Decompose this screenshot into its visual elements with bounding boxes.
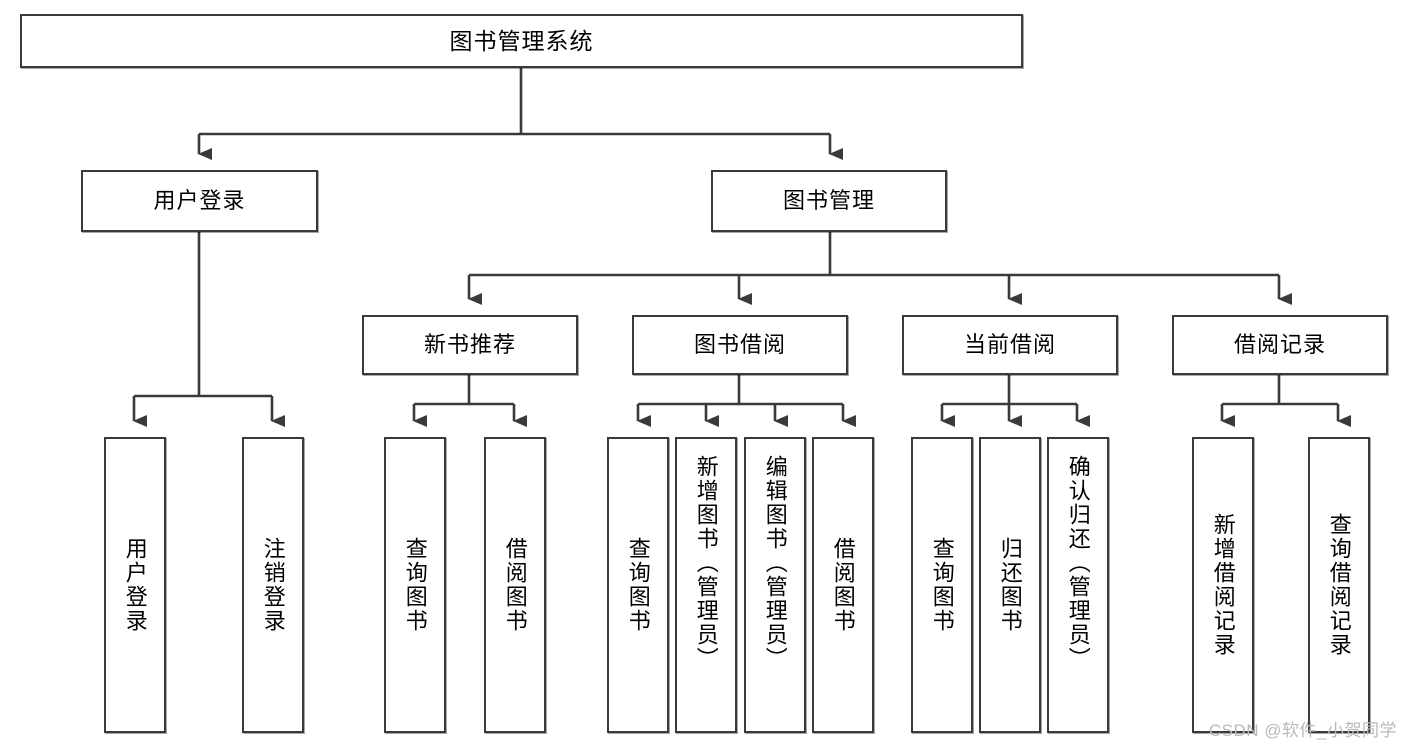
leaf-borrow-book-1-label: 借阅图书 — [502, 537, 528, 633]
node-book-manage[interactable]: 图书管理 — [711, 170, 947, 232]
leaf-add-book-label: 新增图书（管理员） — [693, 455, 719, 671]
node-current-borrow[interactable]: 当前借阅 — [902, 315, 1118, 375]
leaf-user-logout-label: 注销登录 — [260, 537, 286, 633]
leaf-add-record[interactable]: 新增借阅记录 — [1192, 437, 1254, 733]
node-current-borrow-label: 当前借阅 — [963, 332, 1056, 357]
leaf-return-book[interactable]: 归还图书 — [979, 437, 1041, 733]
node-book-borrow-label: 图书借阅 — [693, 332, 786, 357]
leaf-query-book-2[interactable]: 查询图书 — [607, 437, 669, 733]
leaf-user-login-label: 用户登录 — [122, 537, 148, 633]
node-new-book-recommend-label: 新书推荐 — [423, 332, 516, 357]
node-new-book-recommend[interactable]: 新书推荐 — [362, 315, 578, 375]
leaf-query-book-3[interactable]: 查询图书 — [911, 437, 973, 733]
node-user-login[interactable]: 用户登录 — [81, 170, 318, 232]
leaf-confirm-return-label: 确认归还（管理员） — [1065, 455, 1091, 671]
leaf-query-book-1[interactable]: 查询图书 — [384, 437, 446, 733]
leaf-return-book-label: 归还图书 — [997, 537, 1023, 633]
leaf-query-record-label: 查询借阅记录 — [1326, 513, 1352, 657]
leaf-confirm-return[interactable]: 确认归还（管理员） — [1047, 437, 1109, 733]
node-borrow-record-label: 借阅记录 — [1233, 332, 1326, 357]
node-borrow-record[interactable]: 借阅记录 — [1172, 315, 1388, 375]
node-root-label: 图书管理系统 — [449, 27, 594, 54]
leaf-user-login[interactable]: 用户登录 — [104, 437, 166, 733]
leaf-add-record-label: 新增借阅记录 — [1210, 513, 1236, 657]
leaf-edit-book[interactable]: 编辑图书（管理员） — [744, 437, 806, 733]
leaf-query-book-3-label: 查询图书 — [929, 537, 955, 633]
node-user-login-label: 用户登录 — [153, 188, 246, 213]
leaf-user-logout[interactable]: 注销登录 — [242, 437, 304, 733]
csdn-watermark: CSDN @软件_小贺同学 — [1208, 721, 1397, 740]
leaf-add-book[interactable]: 新增图书（管理员） — [675, 437, 737, 733]
leaf-query-book-2-label: 查询图书 — [625, 537, 651, 633]
node-book-borrow[interactable]: 图书借阅 — [632, 315, 848, 375]
leaf-borrow-book-2-label: 借阅图书 — [830, 537, 856, 633]
leaf-borrow-book-2[interactable]: 借阅图书 — [812, 437, 874, 733]
leaf-query-record[interactable]: 查询借阅记录 — [1308, 437, 1370, 733]
leaf-edit-book-label: 编辑图书（管理员） — [762, 455, 788, 671]
node-root[interactable]: 图书管理系统 — [20, 14, 1023, 68]
node-book-manage-label: 图书管理 — [782, 188, 875, 213]
leaf-query-book-1-label: 查询图书 — [402, 537, 428, 633]
leaf-borrow-book-1[interactable]: 借阅图书 — [484, 437, 546, 733]
